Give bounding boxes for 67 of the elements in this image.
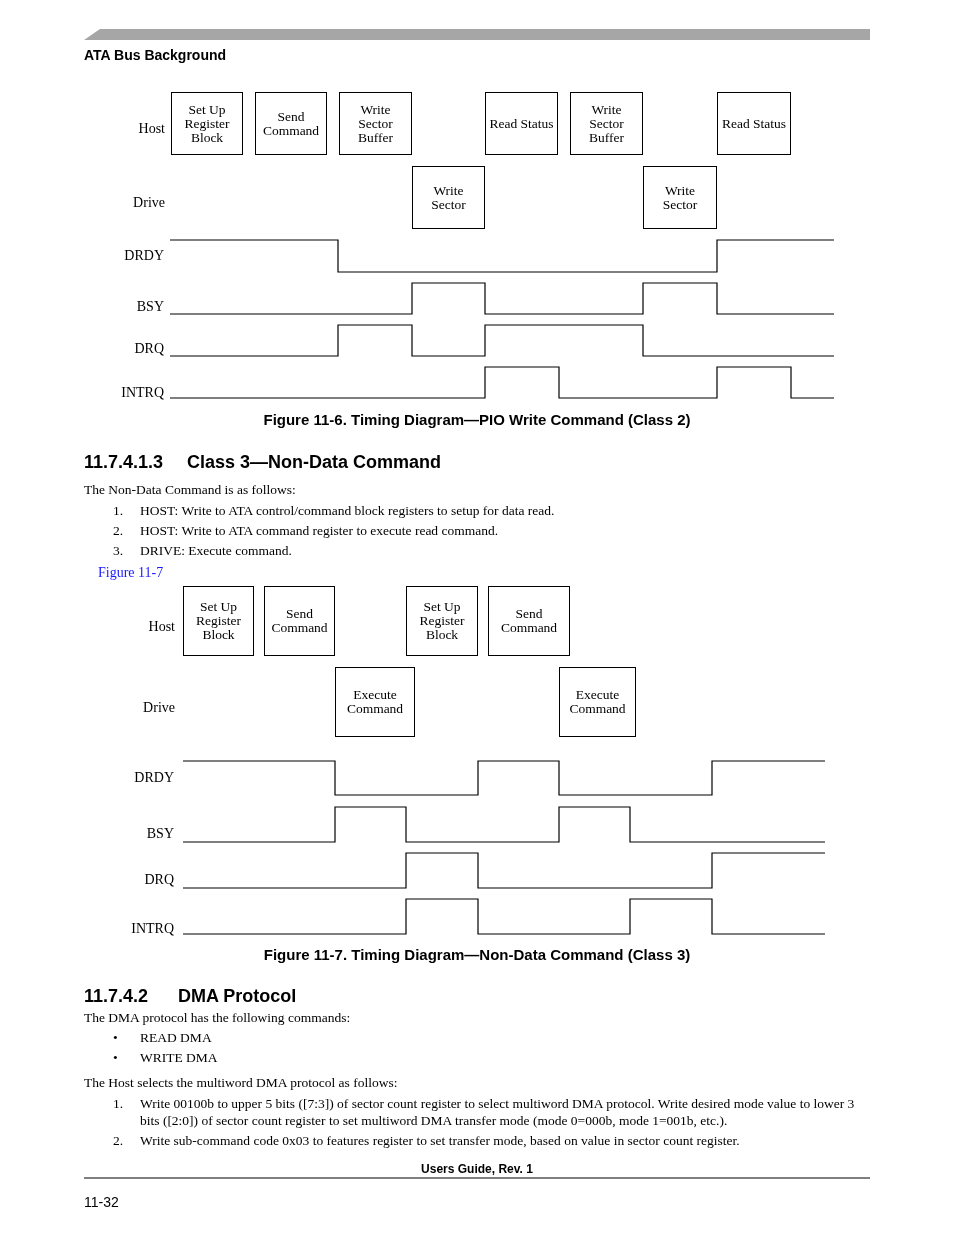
- body-text: HOST: Write to ATA control/command block registers to setup for data read.: [140, 502, 556, 519]
- running-footer: Users Guide, Rev. 1: [84, 1160, 870, 1178]
- process-box: [339, 92, 412, 155]
- body-text: 1.: [113, 1095, 125, 1112]
- body-text: The Host selects the multiword DMA protocol as follows:: [84, 1074, 399, 1091]
- signal-name: DRDY: [123, 247, 164, 265]
- signal-name: INTRQ: [120, 384, 164, 402]
- process-box: [406, 586, 478, 656]
- box-text: Read Status: [489, 116, 554, 131]
- box-text: Send Command: [499, 607, 559, 635]
- section-heading: 11.7.4.1.3: [84, 451, 165, 474]
- process-box: [559, 667, 636, 737]
- process-box: [335, 667, 415, 737]
- body-text: 3.: [113, 542, 125, 559]
- figure-link: Figure 11-7: [98, 564, 165, 582]
- signal-name: DRQ: [133, 340, 164, 358]
- signal-name: INTRQ: [130, 920, 174, 938]
- running-header: ATA Bus Background: [84, 46, 228, 65]
- signal-name: BSY: [135, 298, 164, 316]
- body-text: •: [113, 1049, 119, 1066]
- section-heading: Class 3—Non-Data Command: [187, 451, 443, 474]
- signal-name: Host: [137, 120, 165, 138]
- process-box: [183, 586, 254, 656]
- process-box: [255, 92, 327, 155]
- box-text: Execute Command: [568, 688, 627, 716]
- body-text: 1.: [113, 502, 125, 519]
- section-heading: DMA Protocol: [178, 985, 298, 1008]
- box-text: Send Command: [261, 109, 321, 138]
- body-text: HOST: Write to ATA command register to execute read command.: [140, 522, 500, 539]
- process-box: [717, 92, 791, 155]
- box-text: Write Sector: [661, 183, 699, 212]
- process-box: [171, 92, 243, 155]
- section-heading: 11.7.4.2: [84, 985, 150, 1008]
- figure-caption: Figure 11-7. Timing Diagram—Non-Data Command (Class 3): [262, 945, 692, 965]
- process-box: [643, 166, 717, 229]
- box-text: Read Status: [721, 116, 787, 131]
- body-text: The DMA protocol has the following commands:: [84, 1009, 352, 1026]
- body-text: Write 00100b to upper 5 bits ([7:3]) of sector count register to select multiword DMA protocol. Write desired mode value to lower 3 bits ([2:0]) of sector count register to set multiword DMA transfer mode (mode 0=000b, mode 1=001b, etc.).: [140, 1095, 856, 1129]
- box-text: Write Sector Buffer: [357, 102, 394, 145]
- box-text: Set Up Register Block: [183, 102, 231, 145]
- box-text: Set Up Register Block: [418, 600, 466, 642]
- body-text: WRITE DMA: [140, 1049, 219, 1066]
- process-box: [570, 92, 643, 155]
- box-text: Send Command: [270, 607, 329, 635]
- signal-name: DRQ: [143, 871, 174, 889]
- page-number: 11-32: [84, 1193, 120, 1212]
- signal-name: Drive: [142, 699, 175, 717]
- box-text: Set Up Register Block: [195, 600, 242, 642]
- body-text: DRIVE: Execute command.: [140, 542, 293, 559]
- signal-name: Host: [147, 618, 175, 636]
- box-text: Write Sector: [430, 183, 467, 212]
- process-box: [412, 166, 485, 229]
- process-box: [488, 586, 570, 656]
- body-text: •: [113, 1029, 119, 1046]
- body-text: Write sub-command code 0x03 to features register to set transfer mode, based on value in sector count register.: [140, 1132, 741, 1149]
- box-text: Write Sector Buffer: [588, 102, 625, 145]
- body-text: 2.: [113, 522, 125, 539]
- box-text: Execute Command: [345, 688, 405, 716]
- signal-name: Drive: [132, 194, 165, 212]
- signal-name: BSY: [145, 825, 174, 843]
- body-text: READ DMA: [140, 1029, 213, 1046]
- body-text: 2.: [113, 1132, 125, 1149]
- signal-name: DRDY: [133, 769, 174, 787]
- body-text: The Non-Data Command is as follows:: [84, 481, 297, 498]
- figure-caption: Figure 11-6. Timing Diagram—PIO Write Command (Class 2): [262, 410, 692, 430]
- process-box: [264, 586, 335, 656]
- process-box: [485, 92, 558, 155]
